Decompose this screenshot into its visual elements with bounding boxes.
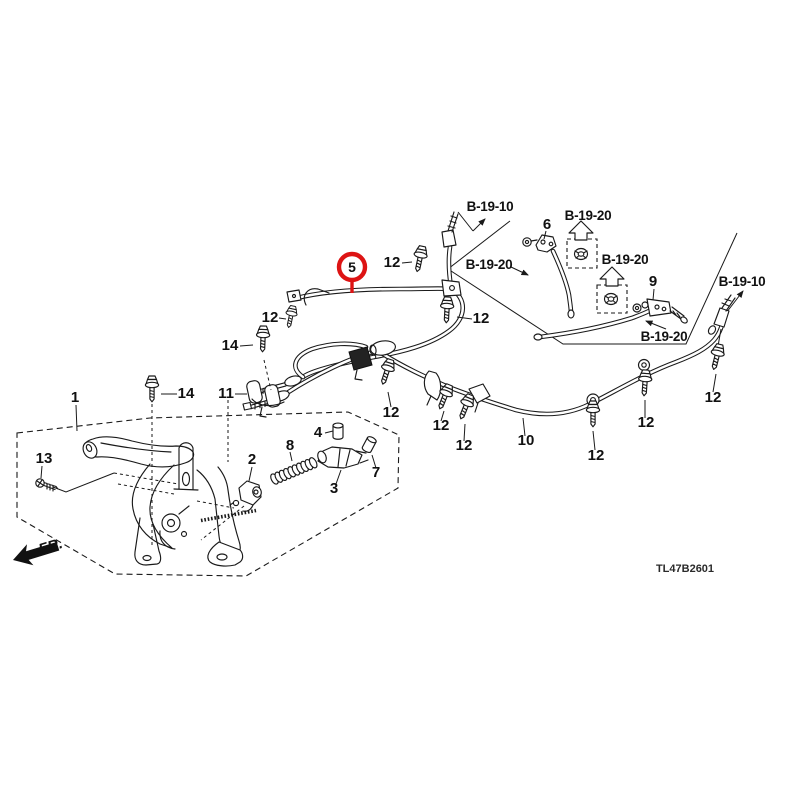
callout-1[interactable]: 1 — [71, 389, 79, 406]
callout-12[interactable]: 12 — [383, 404, 400, 421]
block-arrow-up-icon — [568, 220, 594, 241]
cable-junction-bracket — [441, 279, 462, 297]
install-axis-lines — [52, 359, 272, 548]
highlight-callout-5[interactable] — [336, 251, 368, 293]
cable-guide-clip — [468, 383, 491, 404]
ref-label-b-19-20[interactable]: B-19-20 — [565, 208, 612, 223]
diagram-code: TL47B2601 — [656, 563, 714, 575]
callout-2[interactable]: 2 — [248, 451, 256, 468]
highlight-circle[interactable] — [336, 251, 368, 283]
ref-label-b-19-10[interactable]: B-19-10 — [719, 274, 766, 289]
adjuster-barrel — [370, 340, 396, 356]
callout-11[interactable]: 11 — [218, 385, 234, 402]
cable-mount-clip — [637, 358, 651, 372]
part9-ring — [632, 303, 642, 313]
callout-12[interactable]: 12 — [638, 414, 655, 431]
callout-leader-lines — [40, 230, 717, 485]
part8-spring — [270, 457, 318, 485]
cable-hanger-bracket — [423, 370, 442, 401]
callout-8[interactable]: 8 — [286, 437, 294, 454]
grommet-icon — [603, 292, 619, 306]
part4-bushing — [332, 422, 344, 440]
part3-equalizer — [317, 446, 363, 469]
cable-threaded-end-right — [713, 307, 730, 328]
fr-arrow-icon — [13, 541, 60, 566]
ref-label-b-19-10[interactable]: B-19-10 — [467, 199, 514, 214]
part13-screw — [35, 478, 59, 492]
adjusting-rod — [200, 508, 257, 523]
assembly-boundary-box — [16, 411, 400, 577]
cable-threaded-end-top — [441, 229, 457, 248]
callout-4[interactable]: 4 — [314, 424, 323, 441]
callout-5-highlighted[interactable]: 5 — [348, 259, 356, 275]
callout-6[interactable]: 6 — [543, 216, 551, 233]
fr-label: FR. — [37, 535, 65, 558]
grommet-icon — [573, 247, 589, 261]
cable-end-clevis — [286, 289, 302, 303]
grommet-reference-boxes — [566, 220, 628, 314]
block-arrow-up-icon — [599, 266, 625, 287]
cable-hook-bracket — [303, 288, 330, 306]
callout-14[interactable]: 14 — [178, 385, 195, 402]
fr-direction: FR. — [13, 535, 65, 566]
bracket-foot — [207, 541, 244, 567]
ref-label-b-19-20[interactable]: B-19-20 — [602, 252, 649, 267]
parking-brake-lever-assembly — [82, 436, 257, 567]
callout-7[interactable]: 7 — [372, 464, 380, 481]
cross-reference-labels: B-19-10 B-19-20 B-19-20 B-19-20 B-19-10 … — [466, 199, 766, 344]
callout-14[interactable]: 14 — [222, 337, 239, 354]
callout-12[interactable]: 12 — [473, 310, 490, 327]
part6-bracket — [535, 234, 557, 253]
callout-10[interactable]: 10 — [518, 432, 535, 449]
callout-12[interactable]: 12 — [588, 447, 605, 464]
callout-3[interactable]: 3 — [330, 480, 338, 497]
callout-12[interactable]: 12 — [456, 437, 473, 454]
small-parts — [35, 422, 377, 512]
callout-12[interactable]: 12 — [433, 417, 450, 434]
callout-9[interactable]: 9 — [649, 273, 657, 290]
callout-13[interactable]: 13 — [36, 450, 53, 467]
cable-clamp — [348, 346, 373, 371]
part6-eyelet — [522, 237, 532, 247]
part11-clamp — [246, 380, 285, 418]
part7-pin — [361, 436, 377, 454]
callout-12[interactable]: 12 — [262, 309, 279, 326]
callout-12[interactable]: 12 — [384, 254, 401, 271]
part-callouts: 1 2 3 4 6 7 8 9 10 11 13 14 14 12 12 12 … — [36, 216, 722, 497]
callout-12[interactable]: 12 — [705, 389, 722, 406]
ref-label-b-19-20[interactable]: B-19-20 — [641, 329, 688, 344]
ref-label-b-19-20[interactable]: B-19-20 — [466, 257, 513, 272]
ratchet-mechanism — [161, 513, 181, 533]
